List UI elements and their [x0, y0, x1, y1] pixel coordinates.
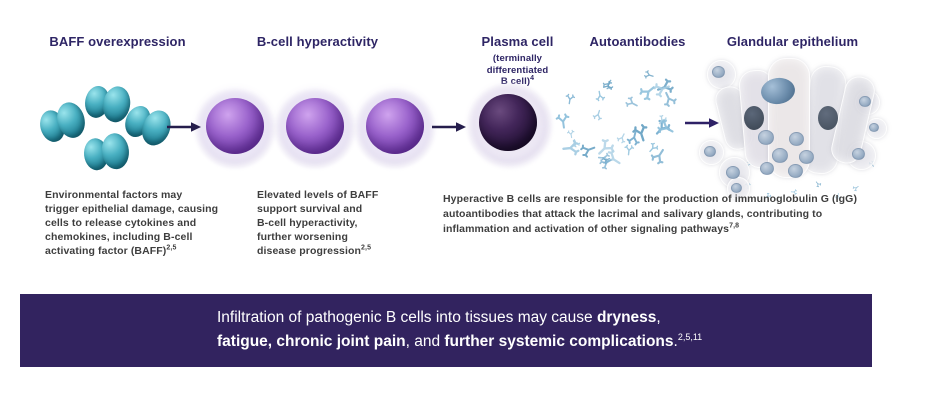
gland-cell-nucleus: [760, 162, 774, 176]
b-cell-shape: [274, 88, 356, 170]
gland-cell-nucleus: [789, 132, 804, 146]
infiltration-banner: Infiltration of pathogenic B cells into …: [20, 294, 872, 367]
stage-heading-b-cell-hyperactivity: B-cell hyperactivity: [256, 34, 379, 49]
reference-superscript: 4: [530, 74, 535, 82]
antibody-shape: [567, 129, 575, 139]
description-b-cell-hyperactivity: Elevated levels of BAFF support survival…: [257, 189, 379, 258]
gland-cell-shape: [699, 140, 724, 165]
gland-cell-shape: [866, 118, 887, 139]
gland-cell-shape: [847, 141, 876, 170]
antibody-shape: [746, 160, 754, 167]
infiltration-banner-text: Infiltration of pathogenic B cells into …: [217, 309, 703, 351]
gland-cell-shape: [719, 157, 750, 188]
antibody-shape: [745, 183, 751, 190]
b-cell-shape: [194, 88, 276, 170]
gland-cell-shape: [855, 90, 880, 115]
antibody-shape: [598, 152, 611, 164]
antibody-shape: [868, 160, 874, 167]
antibody-shape: [595, 90, 606, 102]
gland-cell-nucleus: [712, 66, 725, 79]
gland-cell-shape: [768, 58, 810, 178]
antibody-shape: [655, 119, 670, 135]
stage-heading-baff-overexpression: BAFF overexpression: [49, 34, 186, 49]
antibody-shape: [565, 94, 576, 105]
teal-cell-shape: [36, 97, 93, 148]
antibody-shape: [639, 85, 655, 100]
gland-cell-shape: [737, 68, 781, 170]
description-autoantibodies: Hyperactive B cells are responsible for …: [443, 193, 858, 236]
gland-cell-nucleus: [772, 148, 788, 163]
plasma-cell-nucleus: [479, 94, 537, 151]
gland-cell-nucleus: [759, 75, 797, 107]
gland-cell-nucleus: [799, 150, 814, 164]
plasma-cell-sublabel: (terminally differentiated B cell)4: [486, 52, 549, 88]
gland-cell-nucleus: [726, 166, 740, 180]
stage-heading-plasma-cell: Plasma cell (terminally differentiated B…: [455, 34, 580, 88]
reference-superscript: 2,5: [361, 244, 372, 252]
antibody-shape: [657, 78, 675, 93]
gland-cell-nucleus: [869, 123, 879, 133]
antibody-shape: [599, 159, 612, 170]
stage-heading-autoantibodies: Autoantibodies: [589, 34, 686, 49]
antibody-shape: [616, 133, 625, 144]
teal-cell-shape: [82, 131, 134, 176]
antibody-shape: [626, 130, 640, 146]
antibody-shape: [653, 83, 670, 98]
antibody-shape: [603, 79, 612, 90]
plasma-cell-label: Plasma cell: [481, 34, 554, 49]
antibody-shape: [644, 69, 654, 79]
antibody-shape: [580, 144, 596, 158]
reference-superscript: 2,5: [166, 244, 177, 252]
antibody-shape: [562, 139, 580, 156]
antibody-shape: [649, 142, 659, 153]
flow-arrow-icon: [685, 118, 719, 128]
plasma-cell-body: [466, 82, 554, 170]
antibody-shape: [604, 150, 621, 165]
gland-cell-nucleus: [788, 164, 803, 178]
plasma-cell-illustration: [466, 82, 554, 170]
stage-heading-glandular-epithelium: Glandular epithelium: [726, 34, 859, 49]
antibody-shape: [632, 123, 648, 142]
gland-cell-nucleus: [859, 96, 871, 108]
antibody-shape: [650, 148, 664, 165]
flow-arrow-icon: [432, 122, 466, 132]
gland-cell-shape: [707, 60, 736, 89]
antibody-shape: [664, 91, 678, 107]
b-cell-shape: [354, 88, 436, 170]
flow-arrow-icon: [167, 122, 201, 132]
antibody-shape: [601, 156, 610, 165]
antibody-shape: [658, 114, 668, 125]
gland-cell-shape: [828, 73, 878, 167]
antibody-shape: [592, 109, 602, 121]
gland-cell-nucleus: [744, 106, 764, 130]
antibody-shape: [603, 81, 614, 91]
gland-cell-nucleus: [852, 148, 865, 161]
antibody-shape: [597, 139, 614, 155]
antibody-shape: [572, 139, 580, 148]
gland-cell-nucleus: [704, 146, 716, 158]
reference-superscript: 2,5,11: [677, 332, 703, 343]
antibody-shape: [815, 181, 822, 188]
description-baff-overexpression: Environmental factors may trigger epithe…: [45, 189, 219, 258]
antibody-shape: [656, 119, 674, 133]
antibody-shape: [624, 144, 634, 155]
teal-cell-shape: [82, 80, 136, 128]
gland-cell-shape: [800, 64, 848, 176]
gland-cell-nucleus: [758, 130, 774, 145]
reference-superscript: 7,8: [729, 222, 740, 230]
antibody-shape: [556, 113, 570, 129]
gland-cell-nucleus: [818, 106, 838, 130]
antibody-shape: [625, 96, 639, 107]
